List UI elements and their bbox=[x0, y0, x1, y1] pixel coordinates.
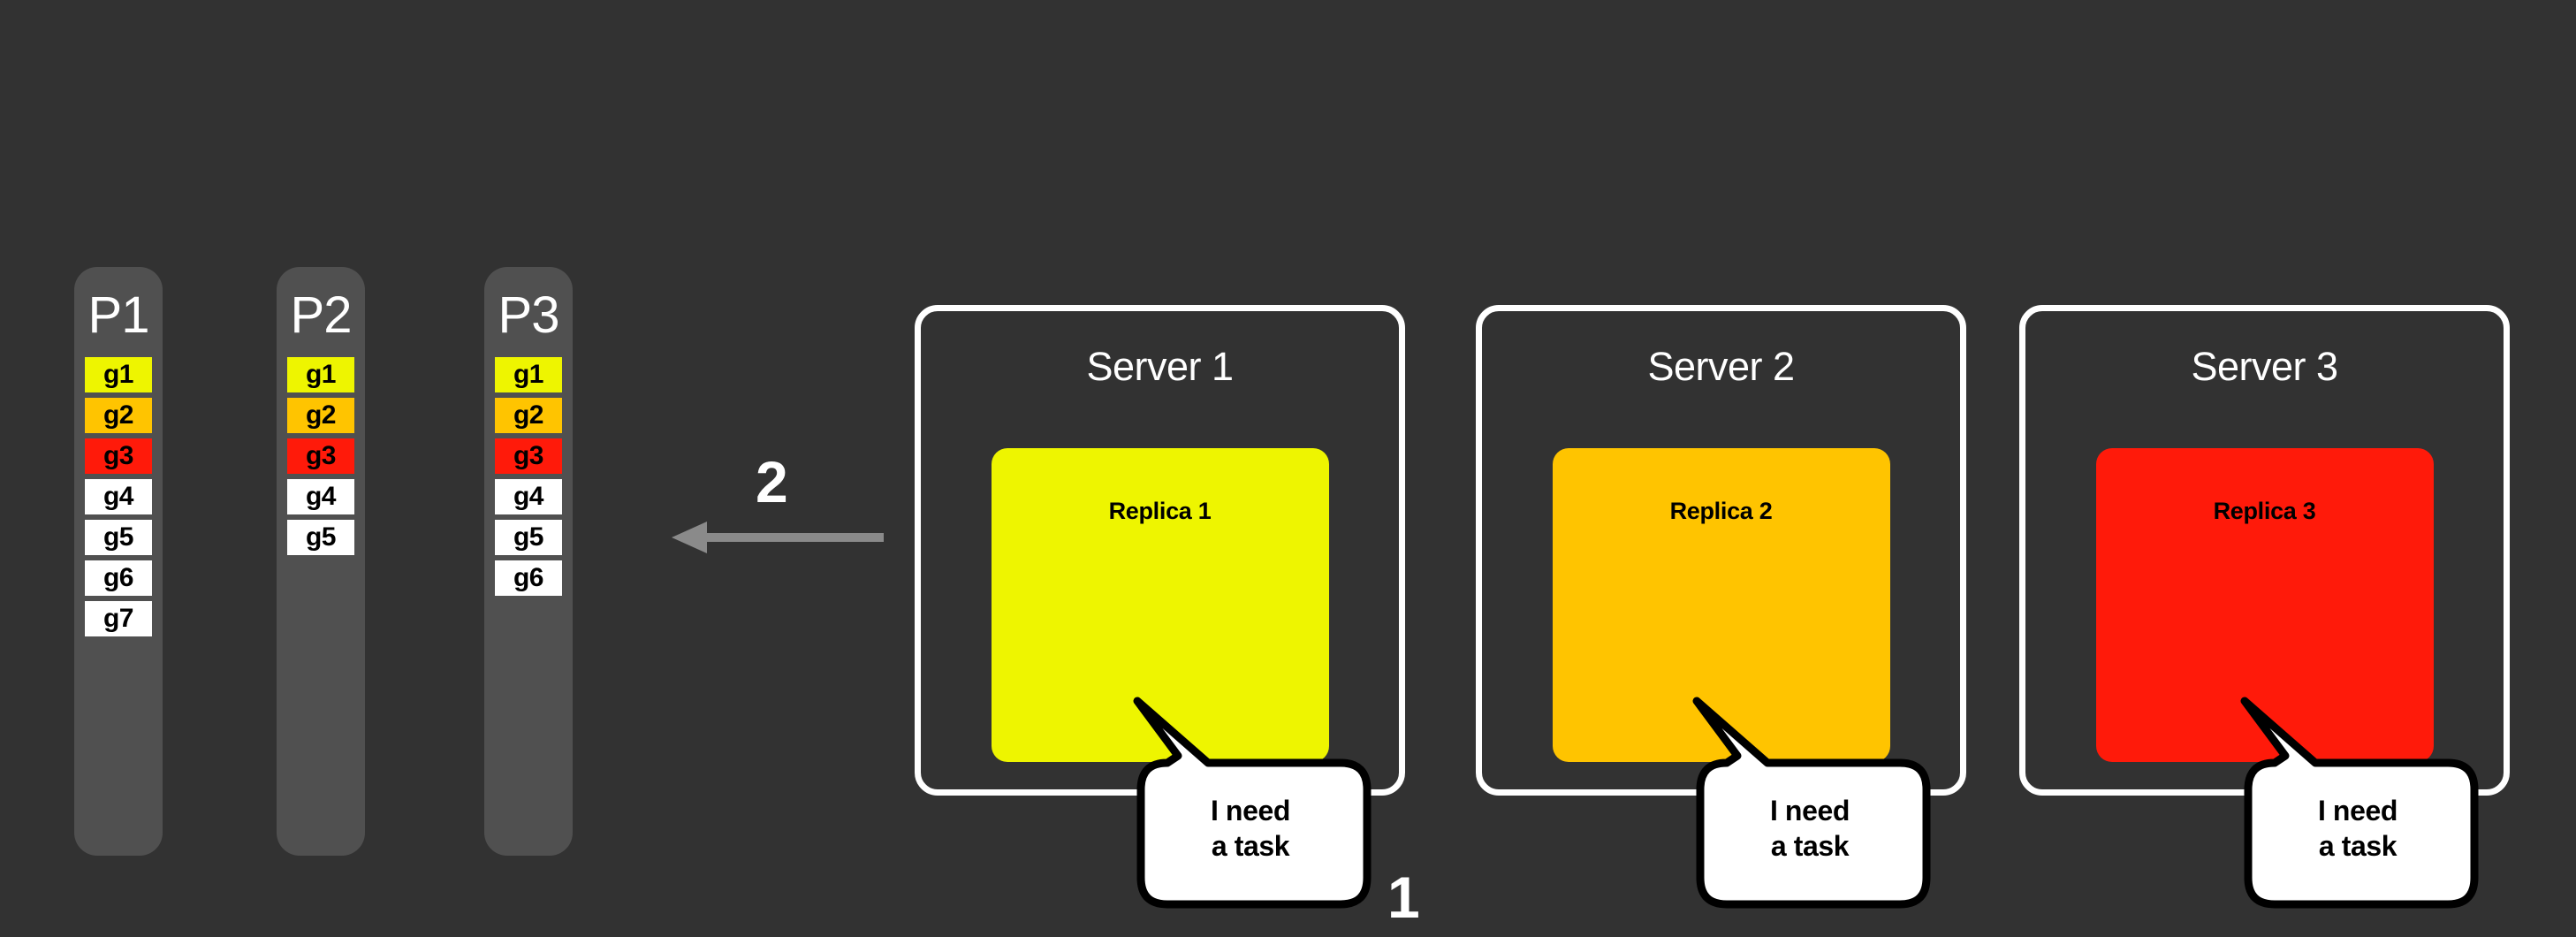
partition-cell[interactable]: g2 bbox=[495, 398, 562, 433]
arrow-shaft bbox=[703, 533, 884, 542]
step-number-2: 2 bbox=[756, 449, 788, 514]
speech-bubble-shape bbox=[1133, 697, 1372, 909]
speech-bubble-shape bbox=[1692, 697, 1931, 909]
partition-title: P1 bbox=[87, 286, 150, 344]
partition-cell[interactable]: g1 bbox=[85, 357, 152, 392]
speech-bubble-server-2: I need a task bbox=[1686, 697, 1934, 915]
partition-cell[interactable]: g2 bbox=[85, 398, 152, 433]
partition-cell-stack: g1 g2 g3 g4 g5 bbox=[277, 357, 365, 555]
partition-cell[interactable]: g4 bbox=[495, 479, 562, 514]
speech-bubble-shape bbox=[2240, 697, 2479, 909]
partition-cell[interactable]: g4 bbox=[85, 479, 152, 514]
partition-cell[interactable]: g2 bbox=[287, 398, 354, 433]
server-title: Server 2 bbox=[1647, 344, 1795, 389]
replica-box[interactable]: Replica 3 bbox=[2095, 448, 2434, 762]
partition-cell[interactable]: g3 bbox=[495, 438, 562, 474]
arrow-head-icon bbox=[672, 522, 707, 553]
server-box-1[interactable]: Server 1 Replica 1 bbox=[915, 305, 1405, 796]
step-number-1: 1 bbox=[1387, 865, 1420, 930]
partition-cell-stack: g1 g2 g3 g4 g5 g6 g7 bbox=[74, 357, 163, 636]
partition-cell[interactable]: g1 bbox=[495, 357, 562, 392]
partition-title: P3 bbox=[498, 286, 560, 344]
partition-cell[interactable]: g3 bbox=[85, 438, 152, 474]
speech-bubble-server-3: I need a task bbox=[2234, 697, 2481, 915]
replica-label: Replica 1 bbox=[1108, 498, 1212, 524]
partition-cell-stack: g1 g2 g3 g4 g5 g6 bbox=[484, 357, 573, 596]
partition-cell[interactable]: g5 bbox=[287, 520, 354, 555]
partition-cell[interactable]: g6 bbox=[495, 560, 562, 596]
partition-cell[interactable]: g6 bbox=[85, 560, 152, 596]
partition-cell[interactable]: g3 bbox=[287, 438, 354, 474]
replica-label: Replica 2 bbox=[1669, 498, 1773, 524]
partition-cell[interactable]: g4 bbox=[287, 479, 354, 514]
partition-title: P2 bbox=[290, 286, 353, 344]
server-box-3[interactable]: Server 3 Replica 3 bbox=[2019, 305, 2510, 796]
replica-box[interactable]: Replica 1 bbox=[991, 448, 1329, 762]
replica-box[interactable]: Replica 2 bbox=[1552, 448, 1890, 762]
replica-label: Replica 3 bbox=[2213, 498, 2316, 524]
partition-column-p2[interactable]: P2 g1 g2 g3 g4 g5 bbox=[277, 267, 365, 856]
speech-bubble-server-1: I need a task bbox=[1127, 697, 1374, 915]
partition-cell[interactable]: g5 bbox=[85, 520, 152, 555]
flow-arrow-left-icon bbox=[672, 522, 884, 553]
partition-cell[interactable]: g7 bbox=[85, 601, 152, 636]
partition-column-p3[interactable]: P3 g1 g2 g3 g4 g5 g6 bbox=[484, 267, 573, 856]
partition-cell[interactable]: g5 bbox=[495, 520, 562, 555]
server-box-2[interactable]: Server 2 Replica 2 bbox=[1476, 305, 1966, 796]
partition-column-p1[interactable]: P1 g1 g2 g3 g4 g5 g6 g7 bbox=[74, 267, 163, 856]
partition-cell[interactable]: g1 bbox=[287, 357, 354, 392]
server-title: Server 1 bbox=[1086, 344, 1234, 389]
server-title: Server 3 bbox=[2191, 344, 2338, 389]
